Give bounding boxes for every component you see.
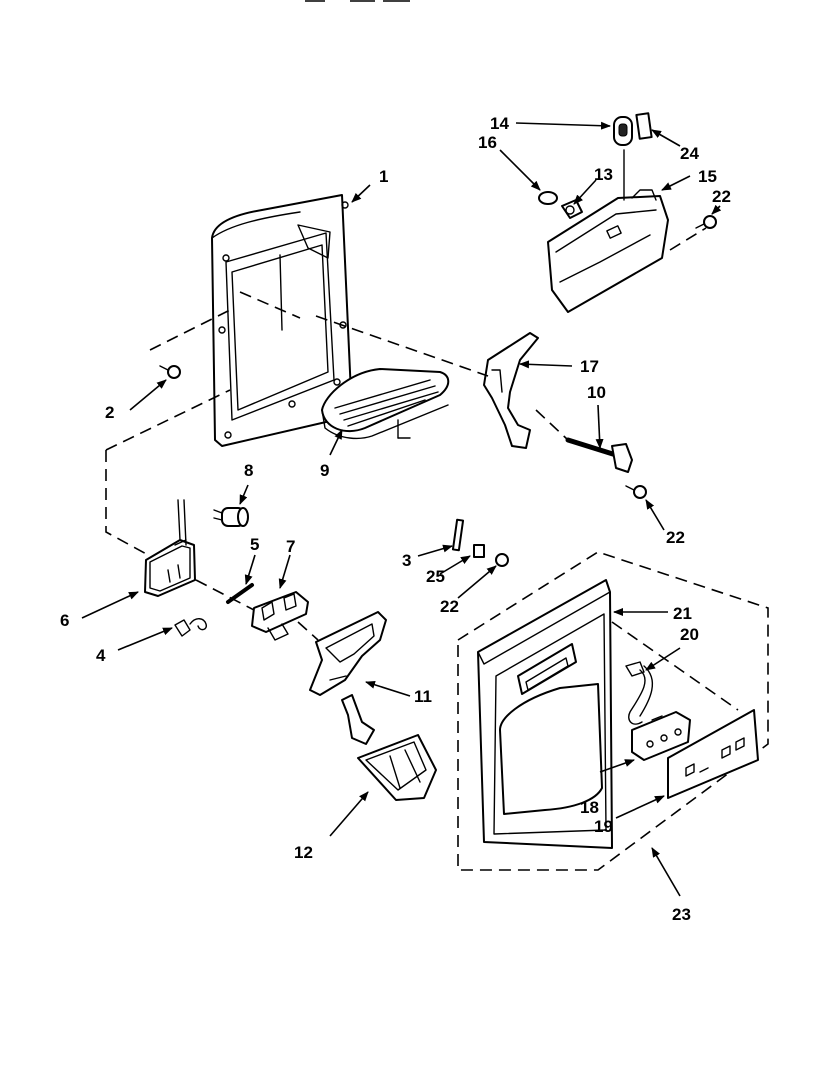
callout-20: 20 bbox=[680, 625, 699, 644]
callout-22-top: 22 bbox=[712, 187, 731, 206]
callout-12: 12 bbox=[294, 843, 313, 862]
callout-6: 6 bbox=[60, 611, 69, 630]
part-22-screw-top bbox=[695, 215, 717, 229]
part-15-switch-housing bbox=[547, 149, 669, 313]
leader-lines bbox=[81, 121, 722, 897]
callout-8: 8 bbox=[244, 461, 253, 480]
part-9-drip-tray bbox=[321, 368, 450, 440]
callout-17: 17 bbox=[580, 357, 599, 376]
callout-23: 23 bbox=[672, 905, 691, 924]
callout-22-lower: 22 bbox=[440, 597, 459, 616]
part-21-dispenser-panel bbox=[477, 579, 613, 849]
part-10-shaft bbox=[565, 437, 633, 473]
callout-13: 13 bbox=[594, 165, 613, 184]
alignment-lines bbox=[105, 227, 739, 711]
callout-25: 25 bbox=[426, 567, 445, 586]
part-22-screw-mid bbox=[625, 485, 647, 499]
part-6-solenoid bbox=[144, 499, 196, 597]
part-3-clip bbox=[451, 518, 465, 552]
part-13-lamp-holder bbox=[561, 199, 583, 219]
part-20-harness bbox=[625, 661, 654, 725]
part-12-ice-chute bbox=[357, 734, 437, 801]
callout-4: 4 bbox=[96, 646, 106, 665]
part-22-screw-lower bbox=[495, 553, 509, 567]
callout-24: 24 bbox=[680, 144, 699, 163]
callout-10: 10 bbox=[587, 383, 606, 402]
callout-14: 14 bbox=[490, 114, 509, 133]
callout-9: 9 bbox=[320, 461, 329, 480]
assembly-23-outline bbox=[457, 551, 769, 871]
part-16-bulb bbox=[538, 191, 558, 205]
part-11-actuator bbox=[309, 611, 387, 745]
callout-2: 2 bbox=[105, 403, 114, 422]
part-8-capacitor bbox=[213, 507, 249, 527]
callout-1: 1 bbox=[379, 167, 388, 186]
part-1-housing-frame bbox=[211, 194, 353, 447]
part-5-pin bbox=[226, 583, 254, 604]
callout-5: 5 bbox=[250, 535, 259, 554]
callout-22-mid: 22 bbox=[666, 528, 685, 547]
part-17-lever bbox=[483, 332, 539, 449]
callout-16: 16 bbox=[478, 133, 497, 152]
callout-11: 11 bbox=[414, 687, 432, 706]
callout-labels: 1 2 3 4 5 6 7 8 9 10 11 12 13 14 15 16 1… bbox=[60, 114, 731, 924]
callout-19: 19 bbox=[594, 817, 613, 836]
callout-3: 3 bbox=[402, 551, 411, 570]
callout-18: 18 bbox=[580, 798, 599, 817]
part-2-screw bbox=[159, 365, 181, 379]
callout-7: 7 bbox=[286, 537, 295, 556]
part-14-lamp-socket bbox=[613, 116, 633, 146]
part-25-spacer bbox=[473, 544, 485, 558]
callout-21: 21 bbox=[673, 604, 692, 623]
part-18-control-board bbox=[631, 711, 691, 761]
part-24-gasket bbox=[635, 112, 653, 140]
part-4-spring bbox=[174, 618, 208, 637]
part-7-bracket bbox=[251, 591, 309, 641]
part-19-membrane bbox=[667, 709, 759, 799]
callout-15: 15 bbox=[698, 167, 717, 186]
